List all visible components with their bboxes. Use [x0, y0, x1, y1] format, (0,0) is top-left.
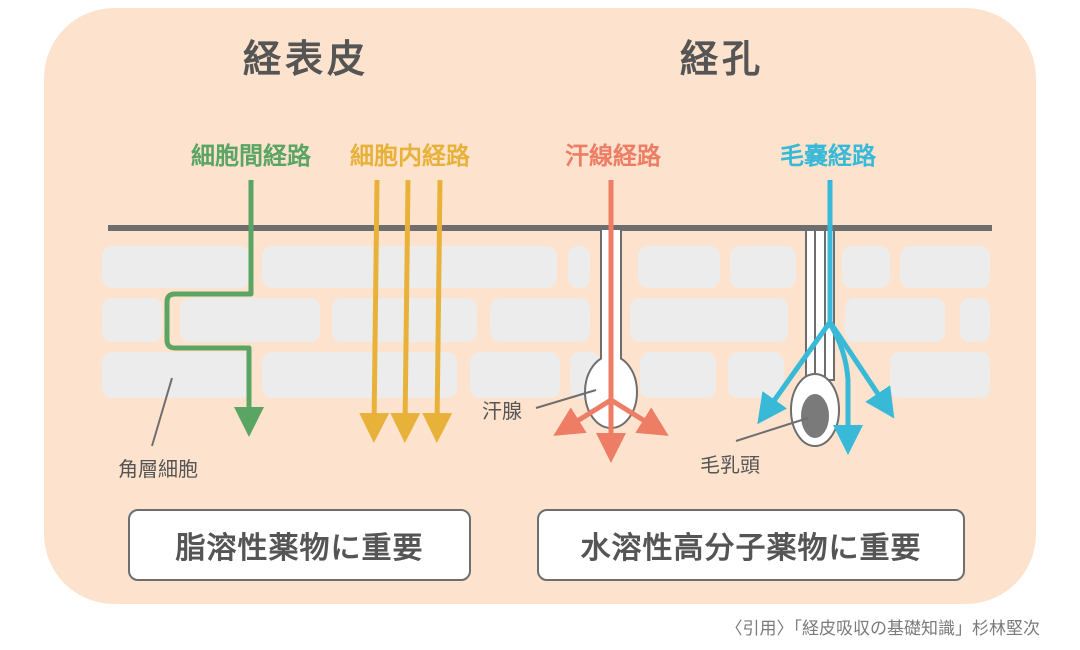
corneocyte-cell [102, 352, 250, 398]
route-label-sweat-gland: 汗線経路 [565, 142, 662, 170]
lipophilic-drugs-box: 脂溶性薬物に重要 [128, 509, 471, 581]
corneocyte-cell [262, 352, 457, 398]
route-label-intracellular: 細胞内経路 [350, 142, 471, 170]
route-label-intercellular: 細胞間経路 [191, 142, 312, 170]
corneocyte-cell [262, 246, 557, 288]
corneocyte-cell [730, 246, 796, 288]
hair-follicle-route-arrow [827, 320, 895, 419]
corneocyte-cell [638, 246, 720, 288]
label-dermal-papilla: 毛乳頭 [700, 453, 760, 477]
corneocyte-cell [728, 352, 784, 398]
corneocyte-cell [102, 246, 250, 288]
hair-follicle-route-arrow [827, 322, 863, 455]
corneocyte-cell [640, 352, 716, 398]
dermal-papilla [801, 394, 829, 438]
corneocyte-cell [900, 246, 990, 288]
intracellular-route-arrow [390, 179, 421, 443]
corneocyte-cell [490, 298, 590, 342]
label-sweat-gland: 汗腺 [482, 399, 522, 423]
sweat-gland-route-arrow [609, 397, 669, 436]
heading-transappendageal: 経孔 [680, 37, 764, 81]
label-corneocyte: 角層細胞 [118, 457, 198, 481]
dermal-papilla-callout-line [735, 417, 809, 442]
corneocyte-cell [630, 298, 788, 342]
corneocyte-callout-line [151, 377, 173, 447]
corneocyte-cell [842, 246, 890, 288]
intercellular-route-arrow [164, 180, 264, 437]
intracellular-route-arrow [422, 179, 453, 443]
stratum-corneum [102, 246, 990, 398]
intracellular-route-arrow [359, 179, 390, 443]
corneocyte-cell [960, 298, 990, 342]
corneocyte-cell [180, 298, 320, 342]
sweat-gland-callout-line [535, 389, 597, 409]
corneocyte-cell [845, 298, 945, 342]
heading-transepidermal: 経表皮 [243, 37, 369, 81]
hydrophilic-drugs-box: 水溶性高分子薬物に重要 [537, 509, 965, 581]
corneocyte-cell [568, 246, 590, 288]
corneocyte-cell [470, 352, 560, 398]
hair-follicle-route-arrow [757, 320, 833, 425]
route-label-hair-follicle: 毛嚢経路 [780, 142, 877, 170]
corneocyte-cell [890, 352, 990, 398]
citation: 〈引用〉「経皮吸収の基礎知識」杉林堅次 [725, 619, 1041, 639]
sweat-gland-route-arrow [553, 397, 613, 436]
hair-follicle [790, 229, 840, 447]
corneocyte-cell [102, 298, 162, 342]
